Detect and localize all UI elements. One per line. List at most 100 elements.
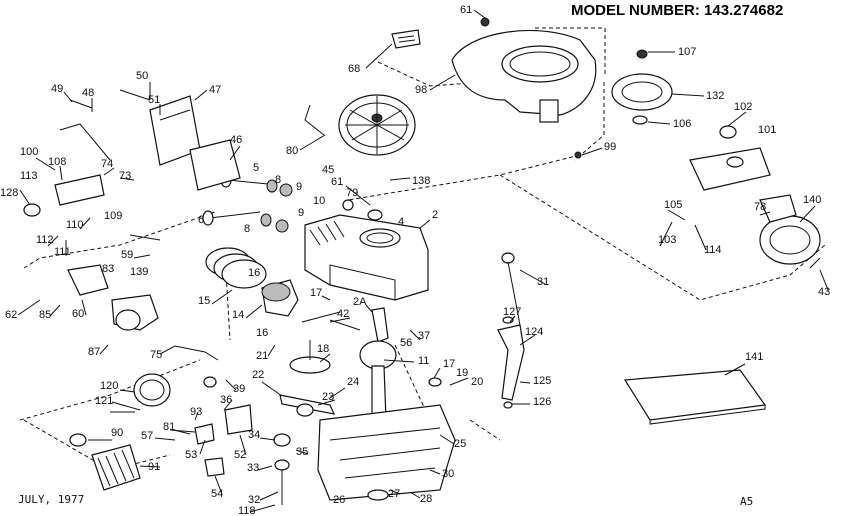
callout-label: 17 (310, 287, 322, 299)
carburetor (67, 264, 159, 331)
callout-label: 139 (130, 266, 148, 278)
callout-label: 90 (111, 427, 123, 439)
callout-label: 141 (745, 351, 763, 363)
callout-label: 61 (331, 176, 343, 188)
callout-label: 10 (313, 195, 325, 207)
callout-label: 59 (121, 249, 133, 261)
callout-label: 80 (286, 145, 298, 157)
callout-label: 105 (664, 199, 682, 211)
callout-label: 120 (100, 380, 118, 392)
callout-label: 110 (66, 219, 84, 231)
callout-label: 103 (658, 234, 676, 246)
callout-label: 83 (102, 263, 114, 275)
callout-label: 99 (604, 141, 616, 153)
callout-label: 15 (198, 295, 210, 307)
callout-label: 17 (443, 358, 455, 370)
callout-label: 48 (82, 87, 94, 99)
model-number-title: MODEL NUMBER: 143.274682 (571, 2, 783, 19)
callout-label: 50 (136, 70, 148, 82)
callout-label: 102 (734, 101, 752, 113)
callout-label: 14 (232, 309, 244, 321)
callout-label: 24 (347, 376, 359, 388)
crankshaft (359, 307, 397, 421)
flywheel (338, 94, 416, 156)
callout-label: 121 (95, 395, 113, 407)
callout-label: 30 (442, 468, 454, 480)
callout-label: 68 (348, 63, 360, 75)
callout-label: 49 (51, 83, 63, 95)
valves (202, 172, 293, 233)
callout-label: 22 (252, 369, 264, 381)
callout-label: 34 (248, 429, 260, 441)
callout-label: 132 (706, 90, 724, 102)
breather-cover (149, 95, 241, 191)
callout-label: 111 (54, 246, 71, 258)
callout-label: 113 (20, 170, 38, 182)
callout-label: 118 (238, 505, 256, 516)
callout-label: 127 (503, 306, 521, 318)
page-number: A5 (740, 495, 753, 508)
callout-label: 100 (20, 146, 38, 158)
callout-label: 18 (317, 343, 329, 355)
crankcase-sump (317, 404, 456, 501)
callout-label: 126 (533, 396, 551, 408)
callout-label: 140 (803, 194, 821, 206)
callout-label: 54 (211, 488, 223, 500)
callout-label: 9 (298, 207, 304, 219)
callout-label: 62 (5, 309, 17, 321)
callout-label: 138 (412, 175, 430, 187)
throttle-control-bracket (23, 123, 111, 217)
callout-label: 47 (209, 84, 221, 96)
callout-label: 31 (537, 276, 549, 288)
callout-label: 8 (275, 174, 281, 186)
callout-label: 45 (322, 164, 334, 176)
callout-label: 16 (248, 267, 260, 279)
callout-label: 98 (415, 84, 427, 96)
connecting-rod-and-cam (279, 340, 336, 417)
callout-label: 125 (533, 375, 551, 387)
callout-label: 85 (39, 309, 51, 321)
callout-label: 42 (337, 308, 349, 320)
callout-label: 78 (754, 201, 766, 213)
leader-lines (17, 9, 829, 513)
callout-label: 75 (150, 349, 162, 361)
callout-label: 60 (72, 308, 84, 320)
callout-label: 27 (388, 488, 400, 500)
callout-label: 11 (418, 355, 429, 367)
callout-label: 106 (673, 118, 691, 130)
callout-label: 109 (104, 210, 122, 222)
callout-label: 6 (198, 214, 204, 226)
callout-label: 93 (190, 406, 202, 418)
callout-label: 46 (230, 134, 242, 146)
callout-label: 4 (398, 216, 404, 228)
callout-label: 8 (244, 223, 250, 235)
callout-label: 39 (233, 383, 245, 395)
muffler (689, 125, 771, 191)
callout-label: 43 (818, 286, 830, 298)
callout-label: 26 (333, 494, 345, 506)
callout-label: 28 (420, 493, 432, 505)
cylinder-block (304, 214, 429, 301)
callout-label: 36 (220, 394, 232, 406)
callout-label: 128 (0, 187, 18, 199)
dipstick-and-tube (497, 252, 525, 401)
callout-label: 32 (248, 494, 260, 506)
diagram-date: JULY, 1977 (18, 493, 84, 506)
callout-numbers: 61 107 68 98 132 102 101 50 49 48 51 47 … (0, 4, 830, 516)
callout-label: 108 (48, 156, 66, 168)
callout-label: 61 (460, 4, 472, 16)
rewind-starter (759, 194, 821, 265)
owners-manual (623, 369, 767, 425)
callout-label: 33 (247, 462, 259, 474)
callout-label: 112 (36, 234, 54, 246)
callout-label: 124 (525, 326, 543, 338)
callout-label: 25 (454, 438, 466, 450)
callout-label: 2 (432, 209, 438, 221)
callout-label: 20 (471, 376, 483, 388)
misc-hardware (69, 17, 821, 505)
callout-label: 87 (88, 346, 100, 358)
callout-label: 53 (185, 449, 197, 461)
piston-and-rings (205, 247, 299, 317)
callout-label: 23 (322, 391, 334, 403)
